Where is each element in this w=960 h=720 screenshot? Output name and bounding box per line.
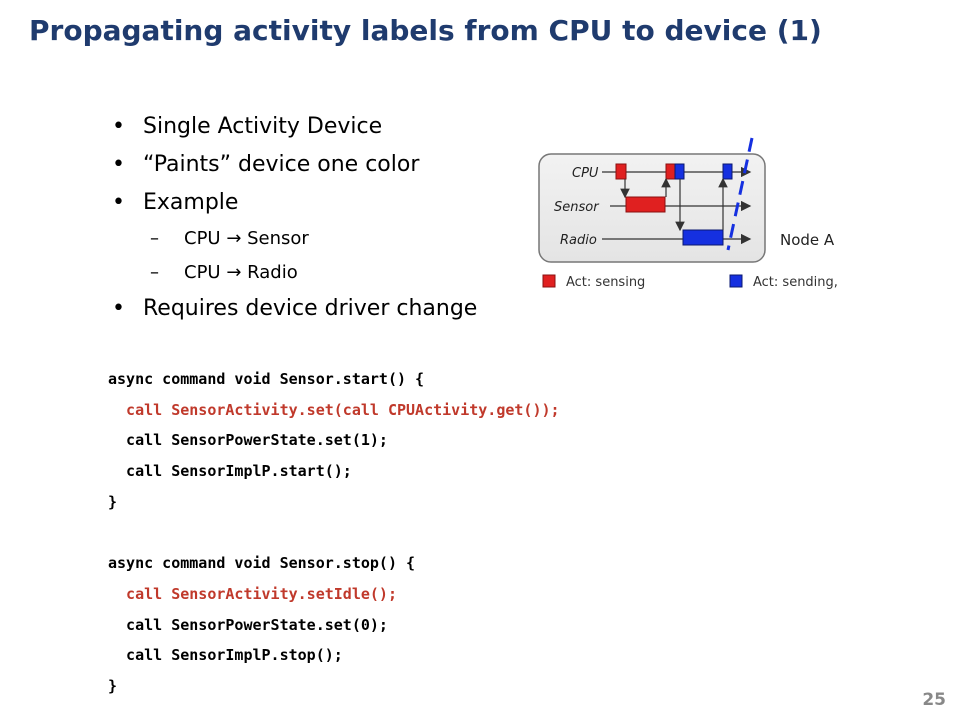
- page-number: 25: [922, 690, 946, 710]
- cpu-sensing-block: [615, 163, 627, 180]
- code-line: call SensorPowerState.set(1);: [108, 431, 388, 450]
- row-label-cpu: CPU: [572, 166, 599, 181]
- code-line-highlight: call SensorActivity.setIdle();: [108, 584, 397, 603]
- code-block: async command void Sensor.start() { call…: [108, 364, 560, 702]
- code-line: call SensorImplP.stop();: [108, 646, 343, 665]
- activity-diagram: CPU Sensor Radio Node A Act: sensing Act…: [530, 128, 850, 307]
- slide-title: Propagating activity labels from CPU to …: [29, 14, 822, 47]
- code-line: call SensorPowerState.set(0);: [108, 615, 388, 634]
- code-line: }: [108, 676, 118, 695]
- cpu-sending-block: [722, 163, 733, 180]
- bullet-dot: •: [112, 296, 125, 321]
- sub-bullet-text: CPU → Radio: [184, 262, 298, 283]
- code-line-blank: [108, 517, 560, 548]
- time-cut-line: [726, 137, 754, 251]
- bullet-text: Example: [143, 190, 239, 215]
- code-line: async command void Sensor.stop() {: [108, 554, 416, 573]
- cpu-sending-block: [674, 163, 685, 180]
- sub-bullet-text: CPU → Sensor: [184, 228, 309, 249]
- sensor-sensing-block: [625, 196, 666, 213]
- bullet-dot: •: [112, 190, 125, 215]
- sub-bullet-dash: –: [150, 262, 159, 283]
- bullet-item: • Single Activity Device: [112, 112, 477, 150]
- bullet-item: • Requires device driver change: [112, 294, 477, 332]
- bullet-item: • Example: [112, 188, 477, 226]
- bullet-text: “Paints” device one color: [143, 152, 420, 177]
- activity-diagram-svg: CPU Sensor Radio Node A Act: sensing Act…: [538, 137, 838, 290]
- bullet-list: • Single Activity Device • “Paints” device…: [112, 112, 477, 332]
- row-label-sensor: Sensor: [554, 200, 600, 215]
- legend-swatch-sensing: [542, 274, 556, 288]
- node-label: Node A: [780, 231, 835, 249]
- legend-label-sensing: Act: sensing: [566, 275, 645, 290]
- code-line-highlight: call SensorActivity.set(call CPUActivity…: [108, 400, 560, 419]
- sub-bullet-dash: –: [150, 228, 159, 249]
- legend-swatch-sending: [729, 274, 743, 288]
- bullet-item: • “Paints” device one color: [112, 150, 477, 188]
- sub-bullet-item: – CPU → Radio: [112, 260, 477, 294]
- row-label-radio: Radio: [560, 233, 597, 248]
- code-line: }: [108, 492, 118, 511]
- bullet-dot: •: [112, 114, 125, 139]
- bullet-text: Requires device driver change: [143, 296, 478, 321]
- radio-sending-block: [682, 229, 724, 246]
- cpu-sensing-block: [665, 163, 676, 180]
- code-line: call SensorImplP.start();: [108, 462, 352, 481]
- code-line: async command void Sensor.start() {: [108, 370, 425, 388]
- bullet-text: Single Activity Device: [143, 114, 383, 139]
- bullet-dot: •: [112, 152, 125, 177]
- sub-bullet-item: – CPU → Sensor: [112, 226, 477, 260]
- legend-label-sending: Act: sending,: [753, 275, 838, 290]
